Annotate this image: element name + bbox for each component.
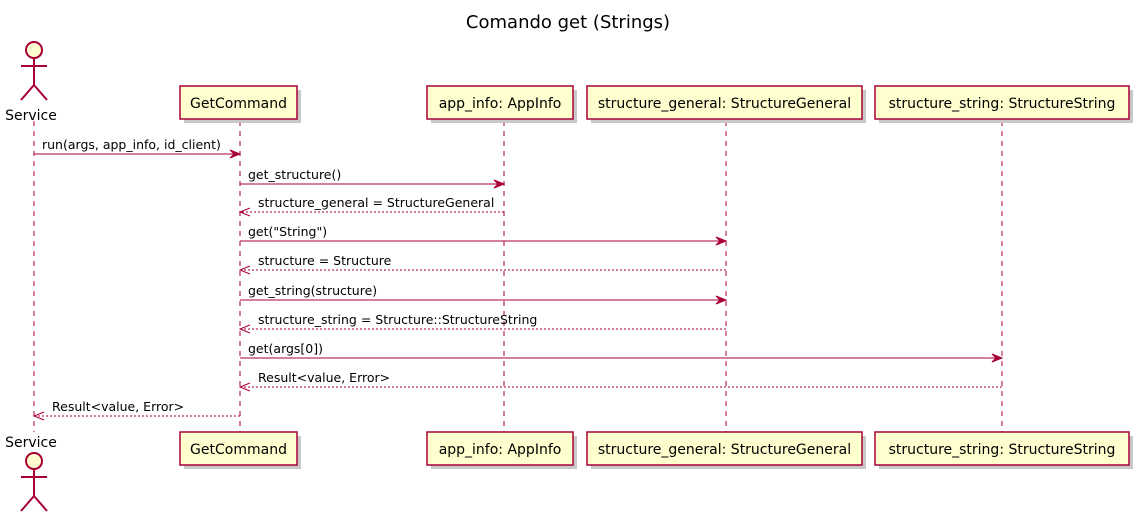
actor-body-icon (20, 58, 48, 101)
message-label: run(args, app_info, id_client) (42, 137, 221, 152)
participant-box-structure_general-top: structure_general: StructureGeneral (586, 85, 866, 123)
message: get_string(structure) (240, 283, 728, 305)
message: run(args, app_info, id_client) (34, 137, 242, 159)
arrowhead-icon (715, 236, 728, 246)
actor-bottom: Service (5, 435, 57, 512)
message: Result<value, Error> (238, 370, 1002, 392)
message-label: structure_string = Structure::StructureS… (258, 312, 537, 327)
participant-label: GetCommand (190, 442, 287, 458)
participant-label: app_info: AppInfo (439, 96, 562, 112)
open-arrowhead-icon (238, 324, 251, 334)
message-label: get("String") (248, 224, 327, 239)
message: structure_general = StructureGeneral (238, 195, 504, 217)
participant-box-getcommand-bottom: GetCommand (179, 431, 301, 469)
participant-label: structure_string: StructureString (889, 442, 1116, 458)
open-arrowhead-icon (238, 265, 251, 275)
participant-box-structure_general-bottom: structure_general: StructureGeneral (586, 431, 866, 469)
participant-label: structure_general: StructureGeneral (598, 96, 851, 112)
message: structure_string = Structure::StructureS… (238, 312, 726, 334)
message: get(args[0]) (240, 341, 1004, 363)
message-label: Result<value, Error> (258, 370, 390, 385)
participant-label: app_info: AppInfo (439, 442, 562, 458)
message-label: structure_general = StructureGeneral (258, 195, 494, 210)
messages: run(args, app_info, id_client) get_struct… (32, 137, 1004, 421)
participant-label: GetCommand (190, 96, 287, 112)
actor-head-icon (25, 41, 43, 59)
participant-label: structure_general: StructureGeneral (598, 442, 851, 458)
open-arrowhead-icon (238, 382, 251, 392)
participant-box-structure_string-bottom: structure_string: StructureString (874, 431, 1133, 469)
participants: ServiceServiceGetCommandGetCommandapp_in… (5, 41, 1133, 512)
open-arrowhead-icon (238, 207, 251, 217)
arrowhead-icon (229, 149, 242, 159)
open-arrowhead-icon (32, 411, 45, 421)
actor-head-icon (25, 452, 43, 470)
message: get_structure() (240, 167, 506, 189)
participant-box-getcommand-top: GetCommand (179, 85, 301, 123)
participant-box-structure_string-top: structure_string: StructureString (874, 85, 1133, 123)
arrowhead-icon (493, 179, 506, 189)
actor-body-icon (20, 469, 48, 512)
lifelines (33, 121, 1003, 432)
message-label: get_string(structure) (248, 283, 377, 298)
diagram-title: Comando get (Strings) (466, 12, 670, 33)
message: structure = Structure (238, 253, 726, 275)
participant-label: structure_string: StructureString (889, 96, 1116, 112)
message-label: structure = Structure (258, 253, 392, 268)
participant-label: Service (5, 435, 57, 451)
message-label: Result<value, Error> (52, 399, 184, 414)
participant-box-app_info-bottom: app_info: AppInfo (426, 431, 577, 469)
arrowhead-icon (991, 353, 1004, 363)
message-label: get(args[0]) (248, 341, 323, 356)
message: get("String") (240, 224, 728, 246)
arrowhead-icon (715, 295, 728, 305)
participant-label: Service (5, 108, 57, 124)
participant-box-app_info-top: app_info: AppInfo (426, 85, 577, 123)
message: Result<value, Error> (32, 399, 240, 421)
message-label: get_structure() (248, 167, 341, 182)
actor-top: Service (5, 41, 57, 124)
